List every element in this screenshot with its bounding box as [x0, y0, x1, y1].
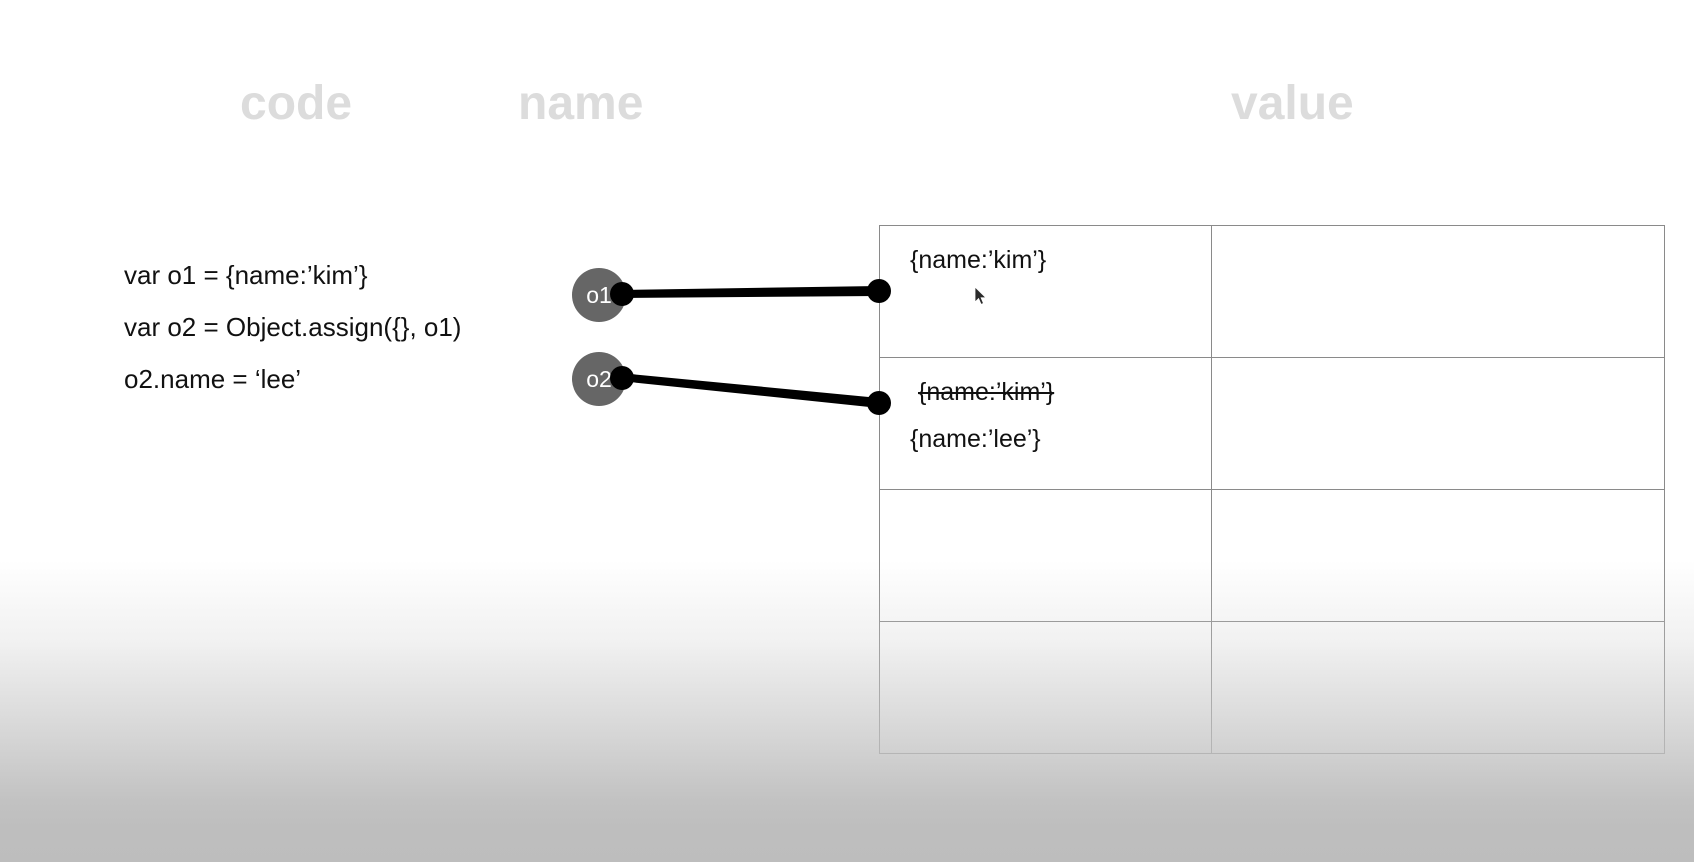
table-cell-r1c2 — [1211, 225, 1665, 358]
value-table: {name:’kim’} {name:’kim’} {name:’lee’} — [879, 225, 1665, 754]
table-row: {name:’kim’} {name:’lee’} — [879, 357, 1665, 490]
column-header-name: name — [518, 77, 644, 130]
code-line-3: o2.name = ‘lee’ — [124, 364, 302, 394]
mouse-pointer-icon — [974, 286, 987, 305]
object-node-o1-label: o1 — [586, 281, 612, 308]
table-row — [879, 489, 1665, 622]
table-cell-r3c1 — [879, 489, 1212, 622]
table-cell-r4c1 — [879, 621, 1212, 754]
connector-line-o2 — [620, 373, 879, 408]
column-header-code: code — [240, 77, 353, 130]
object-node-o1[interactable]: o1 — [572, 268, 626, 322]
object-node-o2[interactable]: o2 — [572, 352, 626, 406]
value-text-o1: {name:’kim’} — [910, 246, 1047, 274]
table-row: {name:’kim’} — [879, 225, 1665, 358]
connector-line-o1 — [620, 286, 879, 298]
table-cell-r4c2 — [1211, 621, 1665, 754]
object-node-o2-label: o2 — [586, 365, 612, 392]
code-listing: var o1 = {name:’kim’} var o2 = Object.as… — [124, 262, 554, 418]
table-cell-r3c2 — [1211, 489, 1665, 622]
column-header-value: value — [1231, 77, 1354, 130]
code-line-2: var o2 = Object.assign({}, o1) — [124, 312, 462, 342]
table-row — [879, 621, 1665, 754]
value-text-o2-new: {name:’lee’} — [910, 425, 1041, 453]
code-line-1: var o1 = {name:’kim’} — [124, 260, 368, 290]
table-cell-r2c2 — [1211, 357, 1665, 490]
value-text-o2-old: {name:’kim’} — [918, 378, 1055, 406]
table-cell-r1c1: {name:’kim’} — [879, 225, 1212, 358]
table-cell-r2c1: {name:’kim’} {name:’lee’} — [879, 357, 1212, 490]
